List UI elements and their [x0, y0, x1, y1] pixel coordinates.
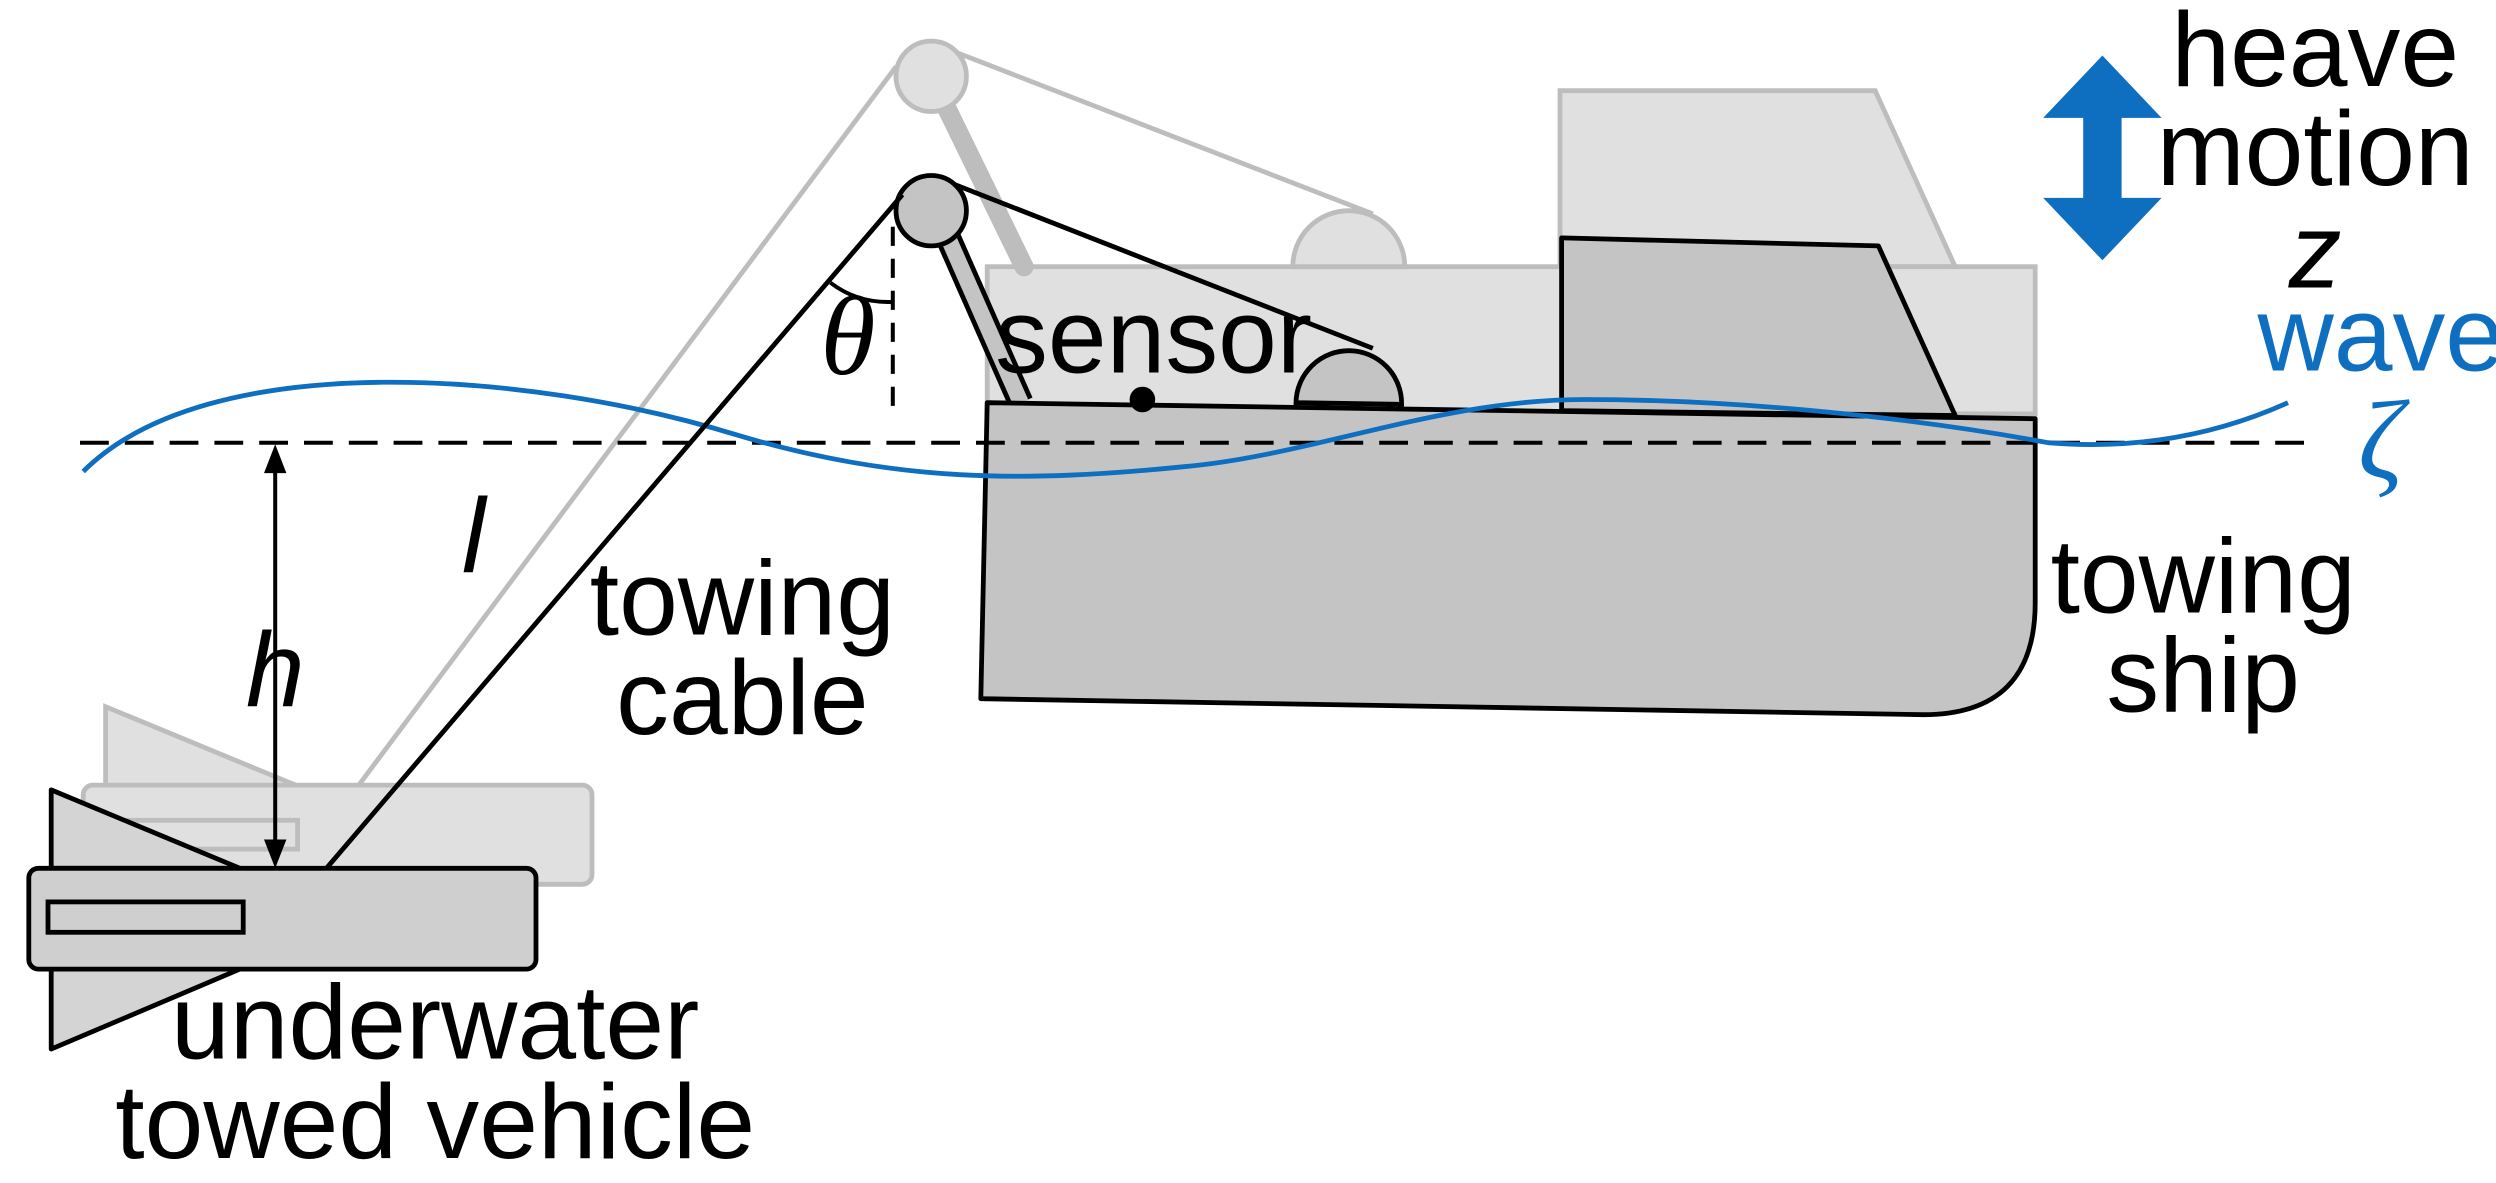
ghost-towing-cable: [353, 65, 898, 792]
heave-label-line1: heave: [2171, 0, 2459, 109]
ghost-winch: [1290, 208, 1408, 270]
depth-symbol: h: [246, 612, 305, 730]
vehicle-window: [45, 899, 246, 935]
ship-winch: [1293, 348, 1405, 407]
heave-symbol: z: [2288, 193, 2342, 311]
vehicle-body: [26, 865, 539, 972]
heave-double-arrow: [2043, 55, 2162, 261]
winch-wire: [943, 178, 1374, 351]
cable-label-line1: towing: [590, 540, 895, 658]
vehicle-label-line1: underwater: [171, 964, 699, 1082]
towing-cable: [324, 193, 905, 870]
wave-label: wave: [2257, 276, 2496, 394]
sensor-label: sensor: [995, 277, 1312, 395]
ship-label-line1: towing: [2051, 517, 2356, 635]
vehicle-label-line2: towed vehicle: [115, 1063, 755, 1181]
ghost-winch-wire: [930, 40, 1374, 217]
theta-symbol: θ: [820, 275, 875, 399]
wave-symbol: ζ: [2358, 379, 2410, 503]
underwater-vehicle: [26, 787, 539, 1052]
cable-length-symbol: l: [462, 477, 488, 595]
ship-label-line2: ship: [2106, 617, 2300, 735]
ghost-pulley: [893, 38, 969, 114]
ship-hull: [978, 400, 2038, 718]
pulley: [893, 173, 969, 249]
theta-arc: [829, 281, 893, 304]
depth-arrow: [264, 444, 287, 869]
towing-ship: [893, 173, 2038, 718]
heave-label-line2: motion: [2157, 90, 2474, 208]
ship-cabin: [1559, 235, 1958, 418]
wave-curve: [81, 379, 2289, 479]
sensor-dot: [1129, 386, 1156, 413]
cable-label-line2: cable: [616, 639, 868, 757]
crane-arm-inner: [930, 210, 1029, 406]
